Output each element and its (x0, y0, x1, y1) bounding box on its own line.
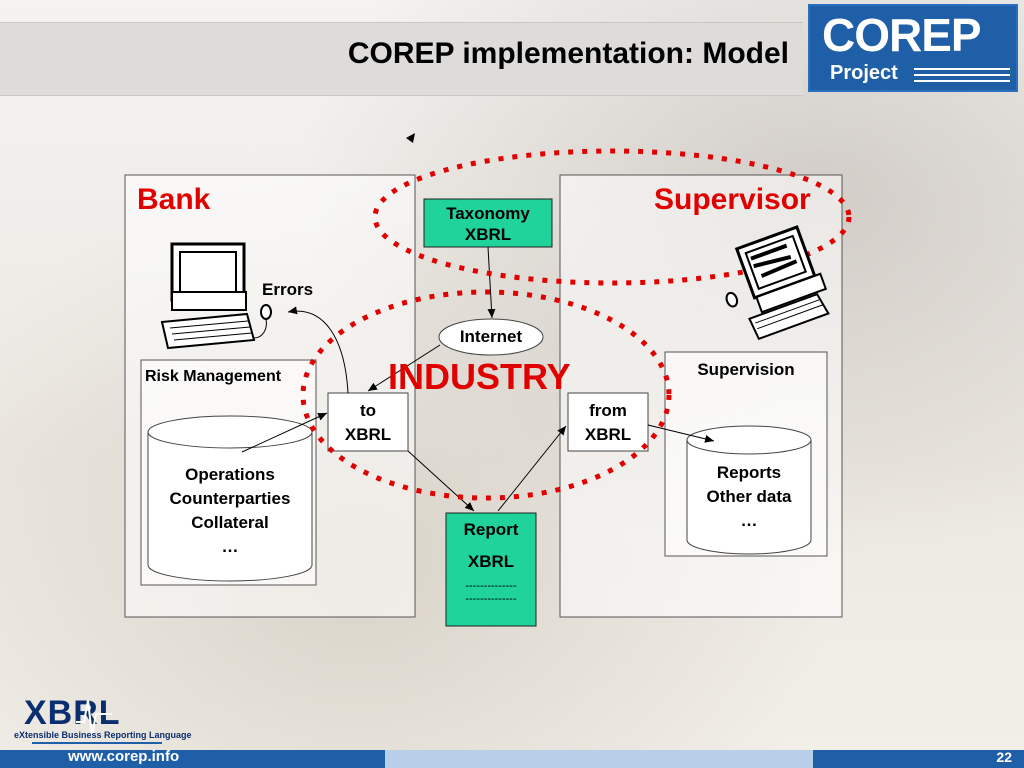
arrow-to-xbrl-report (407, 450, 475, 512)
supervisor-label: Supervisor (654, 183, 811, 216)
arrow-taxonomy-internet (487, 246, 496, 319)
supervisor-highlight-ellipse (372, 148, 852, 286)
industry-highlight-ellipse (300, 289, 672, 501)
internet-label: Internet (459, 327, 523, 346)
taxonomy-box (423, 198, 553, 248)
taxonomy-text: Taxonomy XBRL (446, 204, 530, 244)
xbrl-logo-pulse (76, 699, 112, 737)
corep-logo-text: COREP (822, 9, 982, 61)
arrow-internet-to-xbrl (367, 344, 441, 392)
to-xbrl-box (327, 392, 409, 452)
supervisor-computer-icon (725, 225, 830, 341)
xbrl-logo: XBRL eXtensible Business Reporting Langu… (14, 692, 192, 750)
internet-ellipse (438, 318, 544, 356)
bank-label: Bank (137, 183, 211, 216)
report-box (445, 512, 537, 627)
arrow-report-from-xbrl (497, 425, 567, 512)
corep-logo-subtext: Project (830, 62, 898, 84)
arrow-to-xbrl-errors (287, 306, 349, 394)
footer-url[interactable]: www.corep.info (68, 748, 180, 765)
risk-management-label: Risk Management (145, 368, 282, 385)
report-text: Report XBRL -------------- -------------… (463, 520, 519, 605)
corep-logo: COREP Project (808, 4, 1018, 92)
to-xbrl-text: to XBRL (344, 401, 392, 444)
arrow-database-to-xbrl (241, 412, 328, 453)
supervision-label: Supervision (697, 360, 795, 379)
bank-database (147, 415, 313, 582)
footer-bar: www.corep.info 22 (0, 748, 1024, 768)
from-xbrl-text: from XBRL (584, 401, 632, 444)
supervisor-database (686, 425, 812, 555)
xbrl-logo-tagline: eXtensible Business Reporting Language (14, 730, 192, 740)
industry-label: INDUSTRY (388, 356, 571, 397)
pointer-triangle (406, 133, 415, 143)
page-number: 22 (996, 749, 1012, 765)
bank-computer-icon (160, 242, 272, 350)
from-xbrl-box (567, 392, 649, 452)
corep-logo-lines (914, 66, 1010, 86)
bank-database-text: Operations Counterparties Collateral … (169, 465, 291, 556)
supervisor-database-text: Reports Other data … (706, 463, 792, 530)
arrow-from-xbrl-database (647, 424, 715, 443)
errors-label: Errors (262, 280, 314, 299)
slide-title: COREP implementation: Model (347, 37, 789, 70)
title-bar: COREP implementation: Model (0, 22, 803, 96)
